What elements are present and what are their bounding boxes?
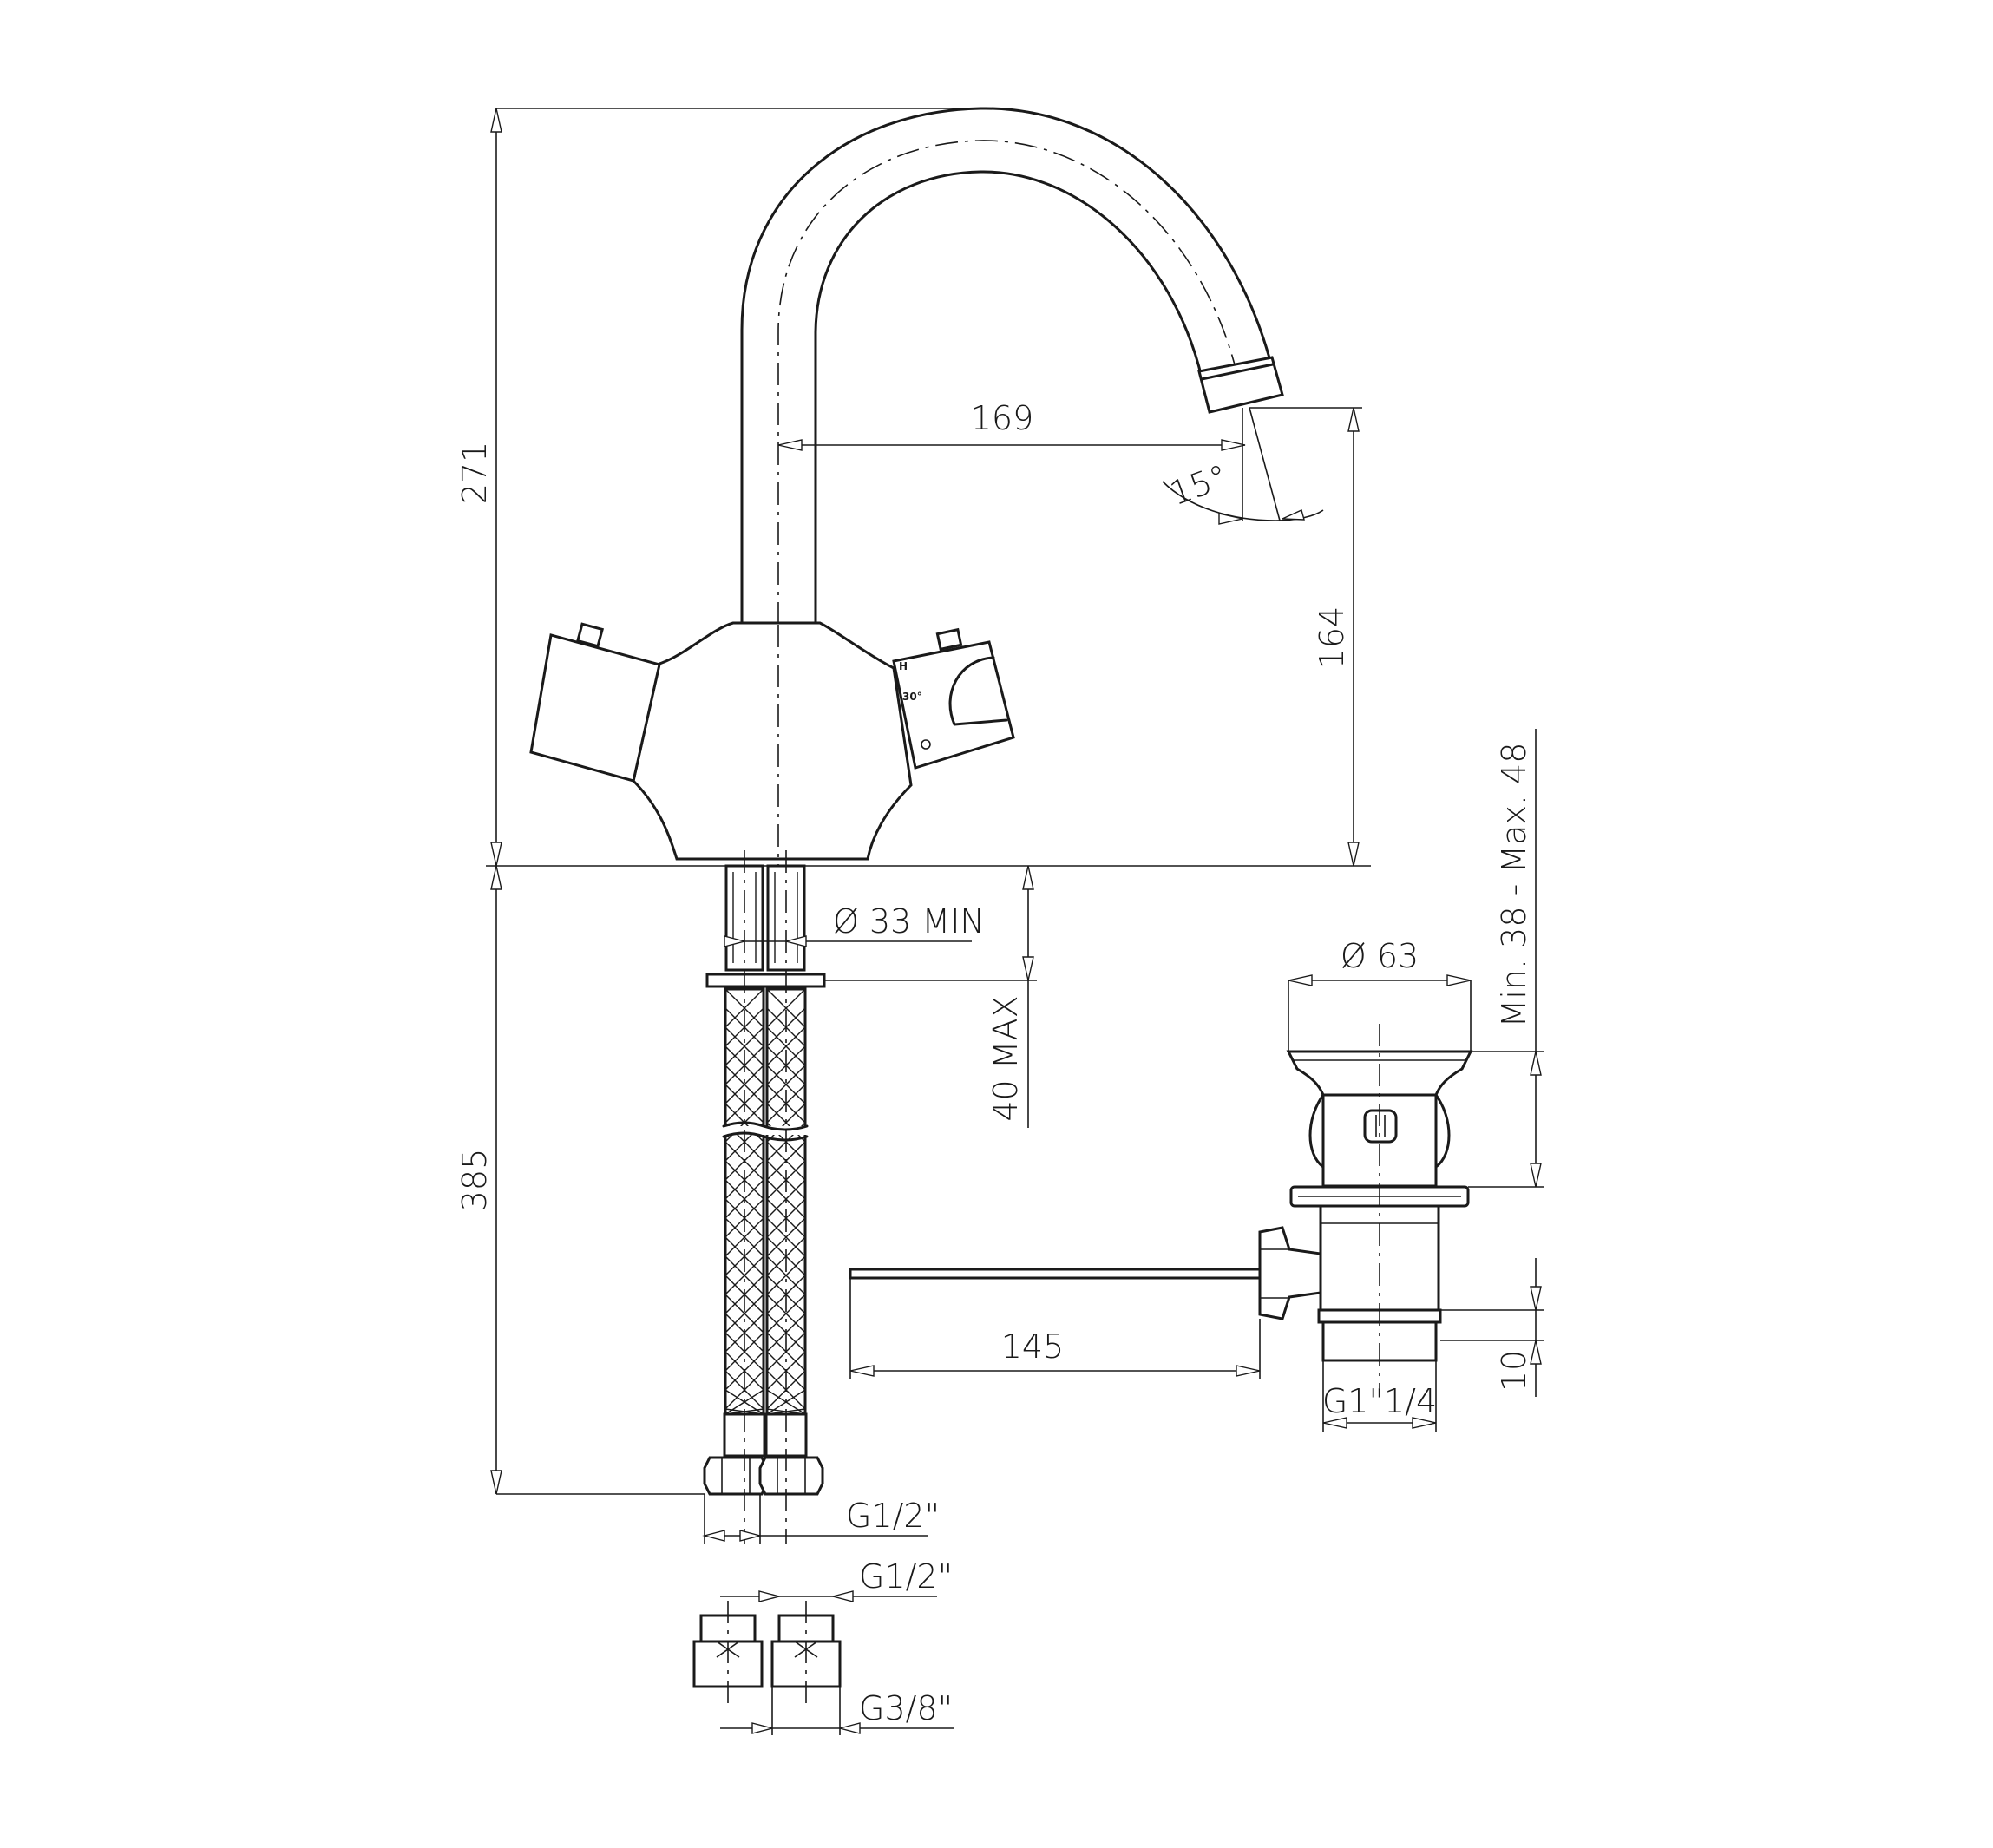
- dim-waste-thickness-range: Min. 38 - Max. 48: [1495, 743, 1533, 1028]
- spout-aerator: [1197, 356, 1284, 414]
- pop-up-rod: [849, 1268, 1262, 1280]
- temperature-stop-label: 30°: [902, 691, 922, 703]
- dim-adapter-thread-bottom: G3/8": [859, 1689, 953, 1727]
- spout-inner: [814, 170, 1203, 626]
- mixer-tap: 30° H: [529, 107, 1284, 881]
- dim-waste-thread: G1"1/4: [1322, 1382, 1437, 1420]
- stop-button-icon: [921, 739, 931, 750]
- right-handle-cap: [935, 627, 963, 652]
- dim-pop-up-rod-length: 145: [1001, 1327, 1065, 1366]
- left-handle-cap: [575, 622, 605, 648]
- dim-spout-height: 271: [456, 442, 494, 505]
- right-handle-thermostatic: [892, 640, 1015, 770]
- dim-adapter-thread-top: G1/2": [859, 1557, 953, 1596]
- hot-mark-label: H: [899, 660, 908, 672]
- dim-waste-thread-length: 10: [1495, 1350, 1533, 1392]
- lever-knob: [1258, 1226, 1322, 1320]
- hose-nut-right: [758, 1456, 824, 1496]
- right-handle-grip: [948, 656, 1008, 726]
- dim-outlet-height: 164: [1313, 606, 1351, 670]
- dim-hole-diameter: Ø 33 MIN: [833, 902, 985, 940]
- dim-deck-thickness: 40 MAX: [987, 995, 1025, 1121]
- reducer-adapters: [692, 1601, 842, 1705]
- spout-centerline: [777, 140, 1237, 625]
- left-handle-cold: [529, 633, 661, 783]
- dim-waste-diameter: Ø 63: [1341, 937, 1419, 975]
- dim-hose-thread: G1/2": [846, 1497, 940, 1535]
- waste-slot: [1363, 1109, 1398, 1144]
- dim-spout-angle: 15°: [1164, 457, 1232, 513]
- tap-body: [632, 621, 913, 861]
- locking-flange: [705, 973, 826, 988]
- pop-up-waste: [849, 1024, 1473, 1388]
- hose-nut-left: [703, 1456, 769, 1496]
- dimensions: 271 169 15° 164 Ø 33 MIN 40 MAX: [456, 108, 1544, 1735]
- spout-outer: [740, 107, 1273, 626]
- dim-spout-reach: 169: [971, 399, 1034, 437]
- dim-hose-length: 385: [456, 1149, 494, 1212]
- supply-hoses: [703, 850, 826, 1544]
